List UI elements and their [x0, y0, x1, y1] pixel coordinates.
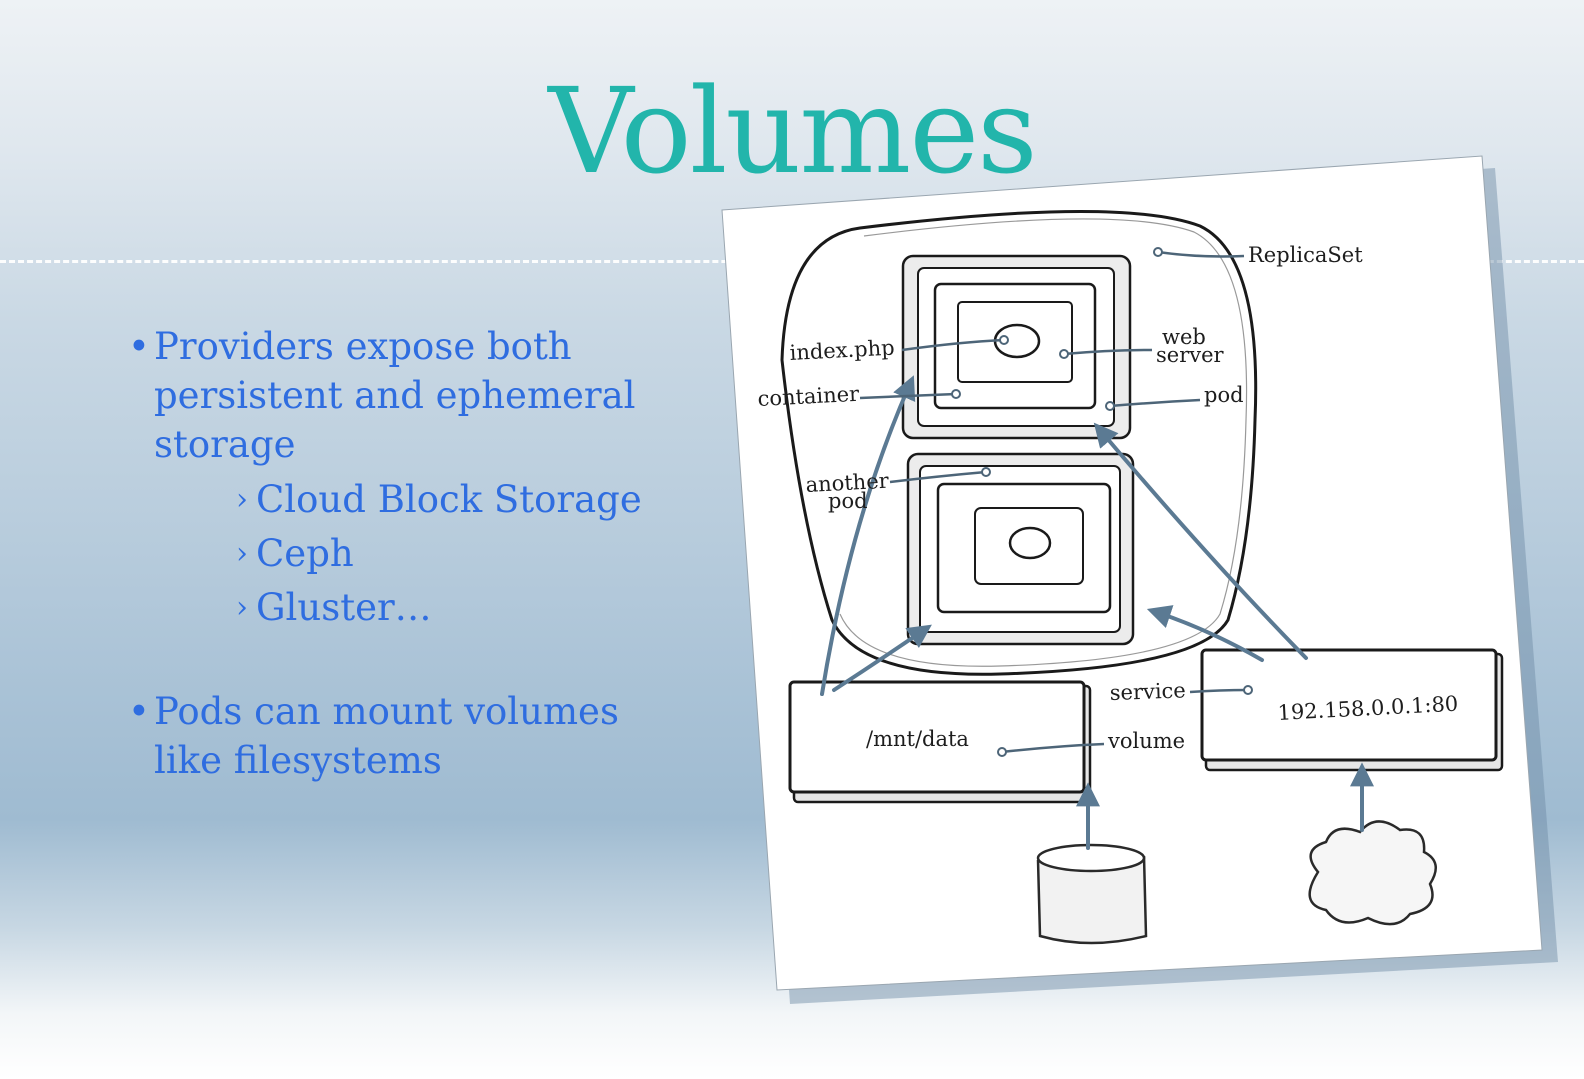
sub-bullet-item: › Ceph [128, 527, 688, 581]
arrow-service-to-pod [1093, 422, 1308, 660]
bullet-text: Pods can mount volumes like filesystems [154, 690, 619, 782]
service-box-face [1200, 648, 1498, 762]
leader-dot [981, 467, 991, 477]
label-server: server [1156, 343, 1225, 367]
bullet-dot-icon: • [128, 325, 150, 368]
leader-volume [1001, 742, 1105, 754]
label-another-pod: pod [828, 489, 868, 513]
bullet-dot-icon: • [128, 690, 150, 733]
sub-bullet-item: › Gluster… [128, 581, 688, 635]
leader-dot [999, 335, 1009, 345]
leader-index-php [901, 338, 1005, 352]
slide-title: Volumes [548, 62, 1037, 200]
cloud-icon [1308, 820, 1437, 926]
bullet-item: • Pods can mount volumes like filesystem… [128, 687, 688, 785]
leader-dot [1105, 401, 1115, 411]
replicaset-outline-inner [839, 218, 1248, 667]
leader-dot [1059, 349, 1069, 359]
label-replicaset: ReplicaSet [1248, 243, 1363, 267]
sub-bullet-text: Cloud Block Storage [256, 478, 642, 521]
another-process-ellipse [1008, 526, 1052, 560]
bullet-list: • Providers expose both persistent and e… [128, 322, 688, 785]
leader-pod [1109, 398, 1201, 408]
label-volume: volume [1107, 729, 1185, 753]
bullet-text: Providers expose both persistent and eph… [154, 325, 636, 466]
label-another: another [805, 469, 890, 497]
storage-cylinder-top [1036, 843, 1146, 873]
leader-web-server [1063, 348, 1153, 356]
leader-another-pod [889, 470, 987, 484]
label-web: web [1162, 325, 1206, 349]
chevron-right-icon: › [236, 590, 248, 625]
sub-bullet-text: Ceph [256, 532, 354, 575]
leader-dot [951, 389, 961, 399]
label-index-php: index.php [789, 336, 895, 365]
leader-dot [1243, 685, 1253, 695]
arrow-volume-to-container [820, 375, 916, 696]
leader-container [859, 392, 957, 400]
leader-dot [997, 747, 1007, 757]
chevron-right-icon: › [236, 536, 248, 571]
label-service: service [1109, 678, 1186, 705]
arrow-service-to-another-pod [1146, 605, 1264, 662]
leader-replicaset [1157, 250, 1245, 258]
volume-box-face [788, 680, 1086, 794]
label-container: container [757, 382, 861, 411]
storage-cylinder-icon [1036, 855, 1148, 945]
label-mount-path: /mnt/data [866, 727, 969, 751]
replicaset-outline [780, 209, 1258, 676]
chevron-right-icon: › [236, 482, 248, 517]
label-pod: pod [1204, 383, 1244, 407]
leader-dot [1153, 247, 1163, 257]
sub-bullet-text: Gluster… [256, 586, 432, 629]
sub-bullet-item: › Cloud Block Storage [128, 473, 688, 527]
arrow-volume-to-another-pod [832, 624, 932, 692]
bullet-item: • Providers expose both persistent and e… [128, 322, 688, 469]
